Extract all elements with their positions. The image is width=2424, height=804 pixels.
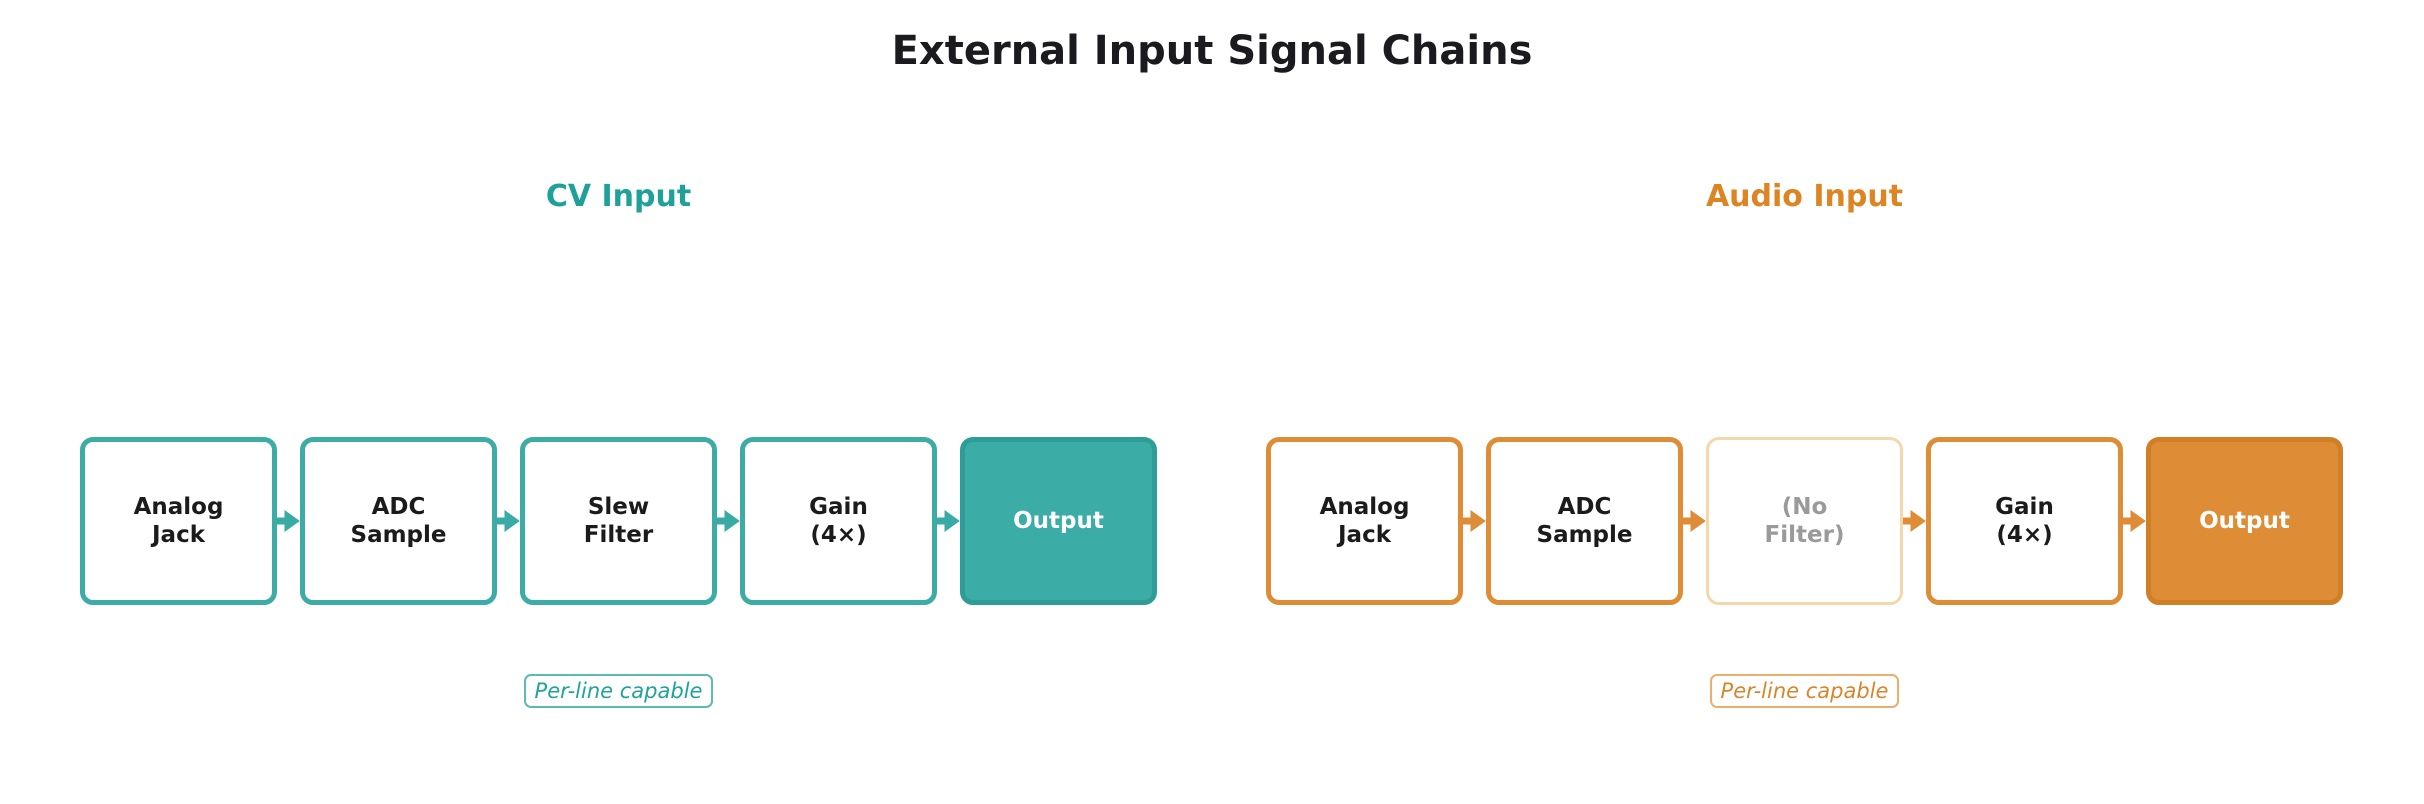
chain-audio-flow-row: Analog Jack ADC Sample (No Filter) Gai xyxy=(1266,437,2343,605)
node-analog-jack: Analog Jack xyxy=(1266,437,1463,605)
node-adc-sample: ADC Sample xyxy=(1486,437,1683,605)
flow-arrow-icon xyxy=(1683,510,1706,532)
node-label: (No Filter) xyxy=(1764,493,1845,548)
chain-title-audio: Audio Input xyxy=(1705,179,1904,214)
per-line-capable-badge: Per-line capable xyxy=(1709,674,1900,708)
node-slew-filter: Slew Filter xyxy=(520,437,717,605)
node-output: Output xyxy=(960,437,1157,605)
node-no-filter: (No Filter) xyxy=(1706,437,1903,605)
node-label: Slew Filter xyxy=(583,493,654,548)
flow-arrow-icon xyxy=(937,510,960,532)
flow-arrow-icon xyxy=(1903,510,1926,532)
node-label: ADC Sample xyxy=(1536,493,1633,548)
node-label: Output xyxy=(1013,507,1104,534)
node-label: Gain (4×) xyxy=(1995,493,2054,548)
flow-arrow-icon xyxy=(717,510,740,532)
node-gain: Gain (4×) xyxy=(1926,437,2123,605)
chain-audio-input: Audio Input Analog Jack ADC Sample (No F… xyxy=(1266,0,2343,760)
node-label: Analog Jack xyxy=(1319,493,1410,548)
node-gain: Gain (4×) xyxy=(740,437,937,605)
flow-arrow-icon xyxy=(2123,510,2146,532)
chain-title-cv: CV Input xyxy=(545,179,692,214)
node-label: Gain (4×) xyxy=(809,493,868,548)
node-analog-jack: Analog Jack xyxy=(80,437,277,605)
chain-cv-input: CV Input Analog Jack ADC Sample Slew Fil… xyxy=(80,0,1157,760)
flow-arrow-icon xyxy=(1463,510,1486,532)
per-line-capable-badge: Per-line capable xyxy=(523,674,714,708)
node-label: Analog Jack xyxy=(133,493,224,548)
node-label: ADC Sample xyxy=(350,493,447,548)
chain-cv-flow-row: Analog Jack ADC Sample Slew Filter Gai xyxy=(80,437,1157,605)
flow-arrow-icon xyxy=(277,510,300,532)
node-label: Output xyxy=(2199,507,2290,534)
node-output: Output xyxy=(2146,437,2343,605)
flow-arrow-icon xyxy=(497,510,520,532)
node-adc-sample: ADC Sample xyxy=(300,437,497,605)
page-title: External Input Signal Chains xyxy=(891,28,1533,74)
